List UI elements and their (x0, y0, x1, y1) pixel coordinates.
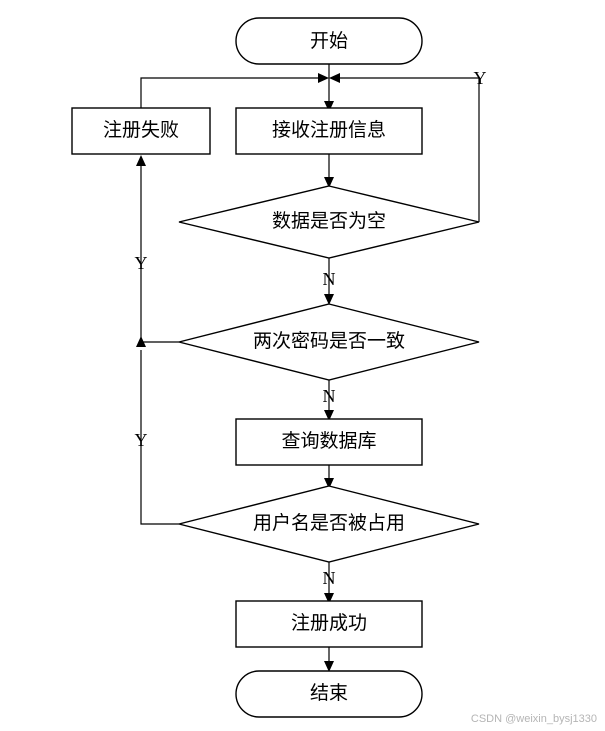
arrowhead (324, 593, 334, 604)
receive-info-label: 接收注册信息 (272, 119, 386, 141)
password-check-decision: 两次密码是否一致 (178, 303, 480, 381)
empty-check-label: 数据是否为空 (272, 210, 386, 232)
arrowhead (324, 410, 334, 421)
watermark: CSDN @weixin_bysj1330 (470, 713, 597, 725)
arrowhead (324, 478, 334, 489)
query-db-label: 查询数据库 (281, 430, 376, 452)
arrowhead (324, 177, 334, 188)
password-no-label: N (323, 386, 336, 406)
register-fail-node: 注册失败 (71, 107, 211, 155)
arrowhead (136, 336, 146, 347)
arrowhead (136, 155, 146, 166)
receive-info-node: 接收注册信息 (235, 107, 423, 155)
register-success-node: 注册成功 (235, 600, 423, 648)
arrowhead (318, 73, 329, 83)
username-yes-label: Y (135, 430, 148, 450)
arrowhead (324, 661, 334, 672)
arrowhead (329, 73, 340, 83)
register-fail-label: 注册失败 (103, 119, 179, 141)
connector-fail-loop (140, 77, 321, 108)
username-check-label: 用户名是否被占用 (253, 512, 405, 534)
connector-empty-yes-loop (337, 77, 480, 222)
end-node: 结束 (235, 670, 423, 718)
username-no-label: N (323, 568, 336, 588)
connector-username-yes (140, 350, 179, 525)
arrowhead (324, 101, 334, 112)
start-node: 开始 (235, 17, 423, 65)
username-check-decision: 用户名是否被占用 (178, 485, 480, 563)
password-check-label: 两次密码是否一致 (253, 330, 405, 352)
register-success-label: 注册成功 (291, 612, 367, 634)
query-db-node: 查询数据库 (235, 418, 423, 466)
password-yes-label: Y (135, 253, 148, 273)
start-label: 开始 (310, 30, 348, 52)
empty-no-label: N (323, 269, 336, 289)
arrowhead (324, 294, 334, 305)
end-label: 结束 (310, 682, 348, 704)
empty-check-decision: 数据是否为空 (178, 185, 480, 259)
empty-yes-label: Y (474, 68, 487, 88)
